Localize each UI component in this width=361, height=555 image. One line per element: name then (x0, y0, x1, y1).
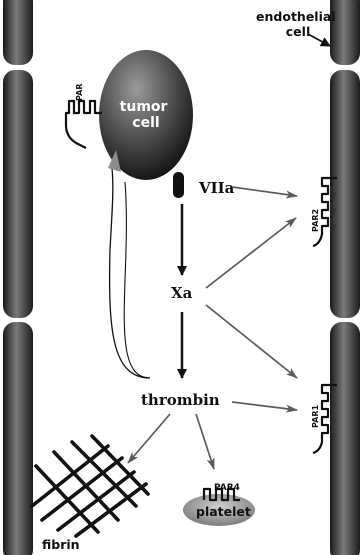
factor-xa-label: Xa (171, 284, 193, 302)
left-endothelial-wall (3, 0, 33, 555)
par2-label: PAR2 (311, 209, 320, 232)
tumor-par-receptor-coil (66, 101, 102, 148)
endothelial-cell-left-2 (3, 70, 33, 318)
endothelial-pointer-arrow (308, 34, 330, 46)
fibrin-mesh (32, 436, 148, 536)
arrow-thrombin-to-par4 (196, 414, 214, 469)
arrow-thrombin-to-par1 (232, 402, 297, 410)
endothelial-cell-right-3 (330, 322, 360, 555)
endothelial-cell-left-1 (3, 0, 33, 65)
tumor-loop-pathway (110, 168, 150, 378)
tumor-loop-pathway-inner (124, 182, 150, 378)
platelet-label: platelet (196, 504, 251, 519)
endothelial-cell-label: endothelial cell (256, 9, 340, 39)
tumor-label-line2: cell (132, 115, 159, 131)
endothelial-cell-right-2 (330, 70, 360, 318)
tumor-par-label: PAR (75, 84, 84, 101)
tumor-label-line1: tumor (120, 99, 168, 115)
par1-label: PAR1 (311, 405, 320, 428)
thrombin-label: thrombin (141, 391, 220, 409)
arrow-xa-to-par1 (206, 305, 297, 378)
platelet: PAR4 platelet (183, 483, 255, 526)
fibrin-strand (92, 436, 148, 494)
endothelial-cell-left-3 (3, 322, 33, 555)
par4-label: PAR4 (214, 483, 240, 493)
arrow-xa-to-par2 (206, 218, 296, 288)
right-endothelial-wall (330, 0, 360, 555)
fibrin-label: fibrin (42, 537, 80, 552)
tissue-factor-stalk (173, 172, 184, 198)
arrow-thrombin-to-fibrin (128, 414, 170, 463)
endothelial-label-line1: endothelial (256, 9, 336, 24)
endothelial-label-line2: cell (286, 24, 310, 39)
factor-viia-label: VIIa (198, 179, 235, 197)
arrow-viia-to-par2 (232, 187, 297, 196)
tumor-par-receptor: PAR (66, 84, 102, 148)
